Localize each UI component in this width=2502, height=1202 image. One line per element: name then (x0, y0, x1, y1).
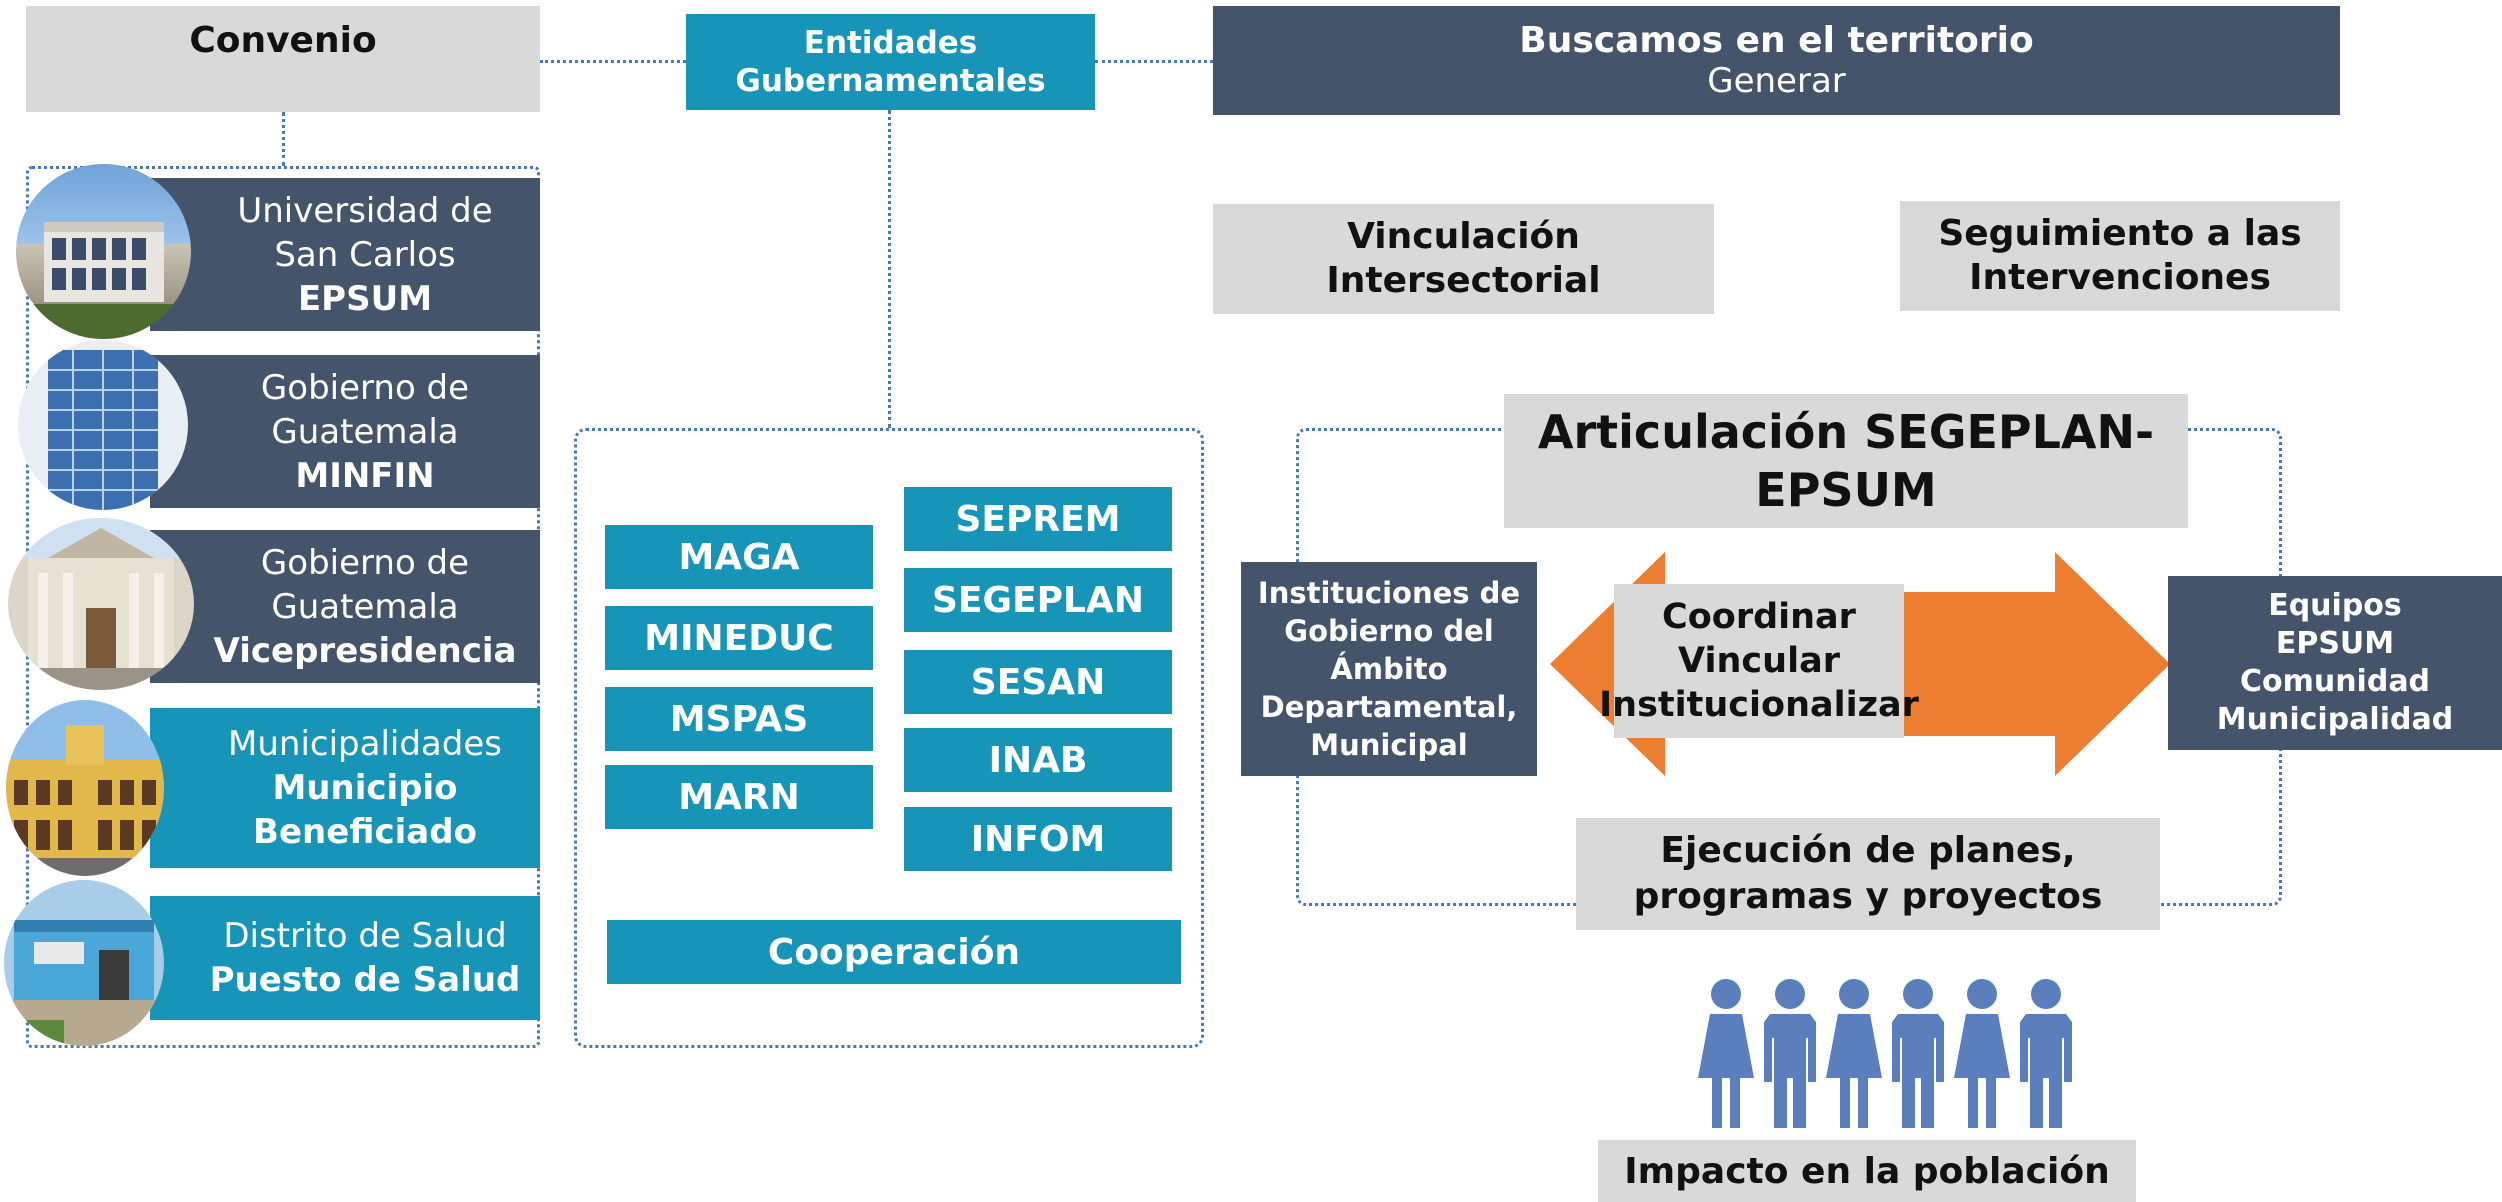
org-seprem-label: SEPREM (955, 498, 1121, 540)
party-vicepresidencia: Gobierno de Guatemala Vicepresidencia (150, 530, 540, 683)
municipalidad-building-photo (6, 700, 164, 876)
buscamos-subtitle: Generar (1707, 61, 1846, 101)
cooperacion-label: Cooperación (767, 931, 1021, 973)
usac-building-photo (16, 164, 191, 339)
equipos-line2: EPSUM (2275, 626, 2395, 661)
connector-convenio-entidades (540, 60, 686, 63)
buscamos-title: Buscamos en el territorio (1519, 20, 2034, 61)
party-minfin-line3: MINFIN (295, 455, 435, 496)
convenio-title: Convenio (189, 20, 377, 61)
org-inab: INAB (904, 728, 1172, 792)
woman-icon (1826, 979, 1882, 1128)
instituciones-line2: Gobierno del (1284, 614, 1494, 648)
org-mspas: MSPAS (605, 687, 873, 751)
coordinar-line1: Coordinar (1662, 597, 1856, 637)
buscamos-box: Buscamos en el territorio Generar (1213, 6, 2340, 115)
party-vice-line3: Vicepresidencia (213, 630, 517, 671)
puesto-salud-building-photo (4, 880, 164, 1046)
coordinar-box: Coordinar Vincular Institucionalizar (1599, 584, 1919, 738)
party-muni-line1: Municipalidades (228, 724, 502, 764)
man-icon (2020, 979, 2072, 1128)
entidades-line2: Gubernamentales (735, 63, 1046, 99)
ejecucion-line2: programas y proyectos (1633, 876, 2103, 917)
articulacion-line1: Articulación SEGEPLAN- (1537, 405, 2155, 459)
entidades-box: Entidades Gubernamentales (686, 14, 1095, 110)
org-sesan: SESAN (904, 650, 1172, 714)
people-group (1698, 979, 2072, 1128)
connector-entidades-down (888, 110, 891, 428)
party-minfin-line1: Gobierno de (260, 367, 470, 408)
party-municipalidades: Municipalidades Municipio Beneficiado (150, 708, 540, 868)
instituciones-box: Instituciones de Gobierno del Ámbito Dep… (1241, 562, 1537, 776)
equipos-line1: Equipos (2268, 588, 2402, 623)
org-seprem: SEPREM (904, 487, 1172, 551)
party-distrito-salud: Distrito de Salud Puesto de Salud (150, 896, 540, 1020)
vicepresidencia-building-photo (8, 518, 194, 690)
connector-entidades-buscamos (1095, 60, 1213, 63)
party-muni-line3: Beneficiado (253, 812, 477, 852)
woman-icon (1954, 979, 2010, 1128)
org-mineduc-label: MINEDUC (644, 617, 834, 659)
party-minfin: Gobierno de Guatemala MINFIN (150, 355, 540, 508)
org-marn: MARN (605, 765, 873, 829)
coordinar-line3: Institucionalizar (1599, 685, 1919, 725)
woman-icon (1698, 979, 1754, 1128)
vicepresidencia-building-illustration (8, 518, 194, 690)
party-vice-line1: Gobierno de (260, 542, 470, 583)
convenio-box: Convenio (26, 6, 540, 112)
party-usac: Universidad de San Carlos EPSUM (150, 178, 540, 331)
org-marn-label: MARN (678, 776, 800, 818)
org-segeplan: SEGEPLAN (904, 568, 1172, 632)
party-muni-line2: Municipio (272, 768, 458, 808)
vinculacion-line1: Vinculación (1347, 216, 1580, 257)
articulacion-box: Articulación SEGEPLAN- EPSUM (1504, 394, 2188, 528)
impacto-box: Impacto en la población (1598, 1140, 2136, 1202)
org-maga-label: MAGA (678, 536, 800, 578)
instituciones-line4: Departamental, (1260, 690, 1518, 724)
vinculacion-line2: Intersectorial (1326, 260, 1601, 301)
minfin-building-illustration (48, 350, 158, 510)
party-minfin-line2: Guatemala (271, 411, 459, 452)
seguimiento-line1: Seguimiento a las (1938, 213, 2302, 254)
entities-frame (574, 428, 1204, 1048)
instituciones-line3: Ámbito (1330, 652, 1448, 686)
party-salud-line2: Puesto de Salud (209, 960, 521, 1000)
connector-convenio-down (282, 112, 285, 166)
articulacion-line2: EPSUM (1755, 463, 1937, 517)
equipos-line3: Comunidad (2239, 664, 2431, 699)
party-salud-line1: Distrito de Salud (223, 916, 507, 956)
party-usac-line3: EPSUM (297, 278, 433, 319)
seguimiento-line2: Intervenciones (1969, 257, 2271, 298)
org-mineduc: MINEDUC (605, 606, 873, 670)
party-usac-line2: San Carlos (274, 234, 456, 275)
man-icon (1764, 979, 1816, 1128)
instituciones-line5: Municipal (1310, 728, 1468, 762)
instituciones-line1: Instituciones de (1257, 576, 1521, 610)
org-infom-label: INFOM (970, 818, 1106, 860)
equipos-box: Equipos EPSUM Comunidad Municipalidad (2168, 576, 2502, 750)
puesto-salud-building-illustration (4, 920, 164, 1046)
entidades-line1: Entidades (803, 25, 978, 61)
org-mspas-label: MSPAS (669, 698, 809, 740)
minfin-building-photo (18, 340, 188, 510)
municipalidad-building-illustration (6, 725, 164, 876)
ejecucion-line1: Ejecución de planes, (1660, 830, 2076, 871)
coordinar-line2: Vincular (1678, 641, 1840, 681)
equipos-line4: Municipalidad (2216, 702, 2454, 737)
org-sesan-label: SESAN (970, 661, 1106, 703)
vinculacion-box: Vinculación Intersectorial (1213, 204, 1714, 314)
org-infom: INFOM (904, 807, 1172, 871)
cooperacion-box: Cooperación (607, 920, 1181, 984)
org-segeplan-label: SEGEPLAN (932, 579, 1144, 621)
org-maga: MAGA (605, 525, 873, 589)
party-usac-line1: Universidad de (237, 190, 493, 231)
party-vice-line2: Guatemala (271, 586, 459, 627)
ejecucion-box: Ejecución de planes, programas y proyect… (1576, 818, 2160, 930)
org-inab-label: INAB (988, 739, 1088, 781)
man-icon (1892, 979, 1944, 1128)
seguimiento-box: Seguimiento a las Intervenciones (1900, 201, 2340, 311)
impacto-label: Impacto en la población (1624, 1150, 2110, 1192)
usac-building-illustration (16, 222, 191, 339)
